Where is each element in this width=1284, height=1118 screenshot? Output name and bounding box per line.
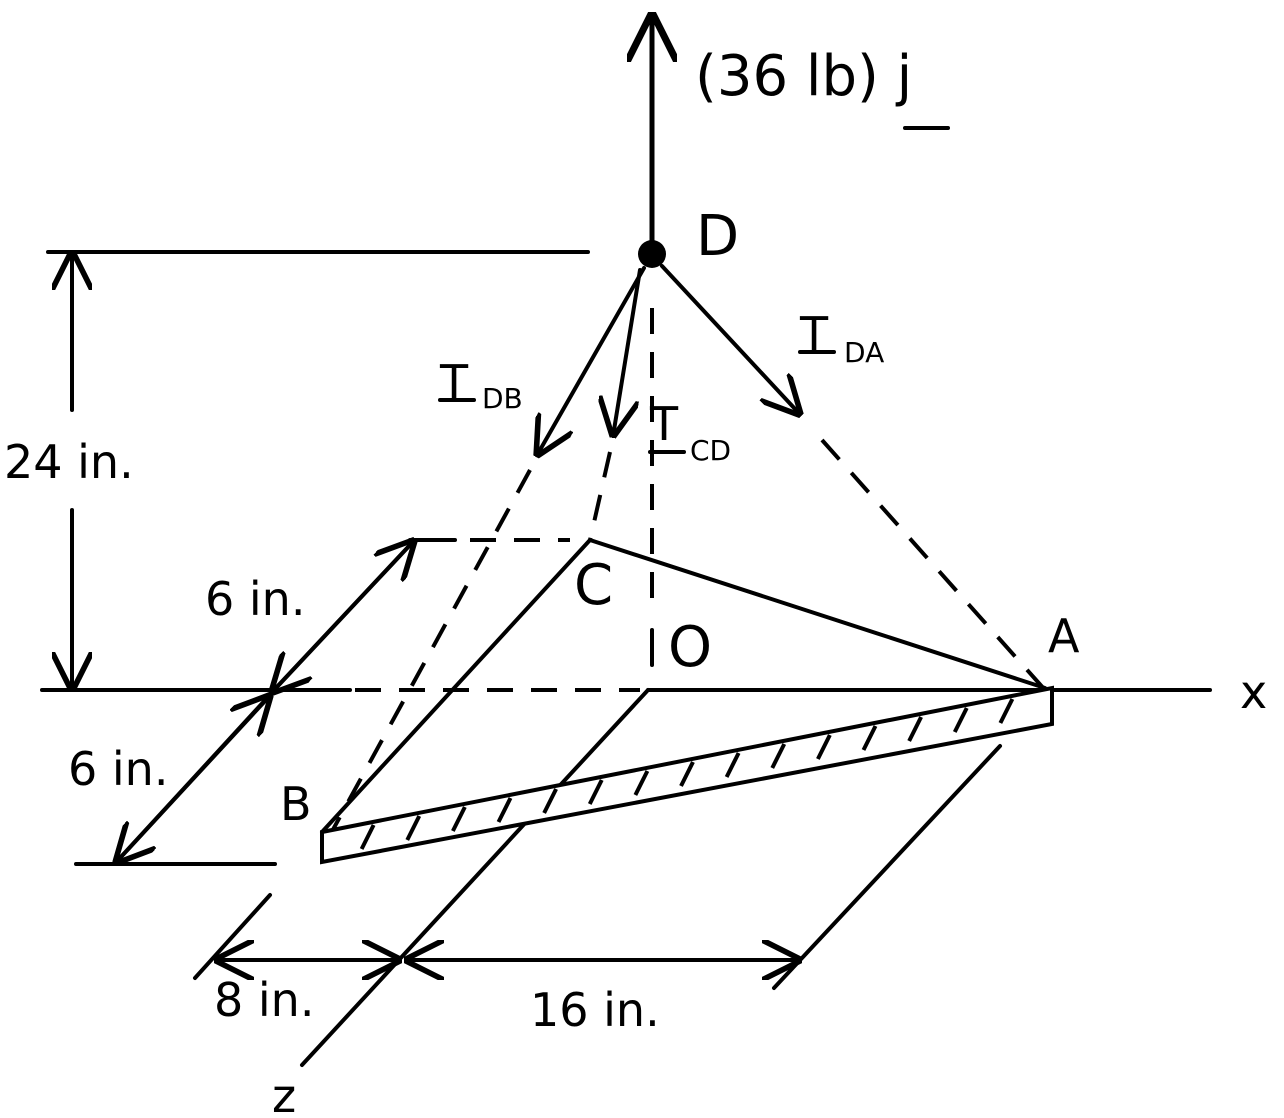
depth-bottom-label: 6 in. (68, 742, 168, 796)
cable-cd-dashed (588, 451, 612, 541)
support-line-right (772, 744, 1002, 990)
tension-db-sub: DB (482, 382, 523, 415)
tension-da-arrow (660, 264, 796, 410)
bar-hatching (359, 698, 1015, 850)
hatch-mark (907, 716, 923, 742)
z-axis-label: z (272, 1069, 296, 1118)
tension-db-arrow (540, 266, 646, 450)
height-dim-label: 24 in. (4, 435, 134, 489)
width-right-label: 16 in. (530, 983, 660, 1037)
label-b: B (280, 777, 312, 831)
label-o: O (668, 615, 712, 680)
point-d (638, 240, 666, 268)
label-a: A (1048, 609, 1080, 663)
hatch-mark (359, 824, 376, 850)
hatch-mark (405, 815, 422, 841)
tension-cd-sub: CD (690, 434, 731, 467)
hatch-mark (998, 698, 1015, 724)
label-c: C (574, 553, 613, 618)
hatch-mark (770, 743, 787, 769)
cable-da-dashed (820, 438, 1047, 692)
tension-da-sub: DA (844, 336, 884, 369)
label-d: D (696, 204, 739, 269)
x-axis-label: x (1240, 665, 1267, 719)
tension-cd-label: T (649, 397, 679, 451)
plate-edge-cb (320, 538, 592, 834)
depth-top-label: 6 in. (205, 572, 305, 626)
hatch-mark (952, 707, 969, 733)
cable-db-dashed (328, 469, 532, 836)
hatch-mark (861, 725, 878, 751)
hatch-mark (724, 752, 741, 778)
tension-cd-arrow (614, 268, 642, 430)
hatch-mark (542, 788, 558, 814)
hatch-mark (451, 806, 467, 832)
hatch-mark (816, 734, 832, 760)
z-axis (300, 688, 650, 1067)
width-ext-left (193, 893, 272, 980)
hatch-mark (633, 770, 650, 796)
depth-dim-upper-back (276, 543, 412, 688)
hatch-mark (587, 779, 604, 805)
width-left-label: 8 in. (214, 973, 314, 1027)
plate-edge-ca (588, 538, 1047, 690)
hatch-mark (679, 761, 695, 787)
depth-dim-lower-back (118, 700, 266, 860)
force-label: (36 lb) j (695, 44, 912, 109)
hatch-mark (496, 797, 513, 823)
